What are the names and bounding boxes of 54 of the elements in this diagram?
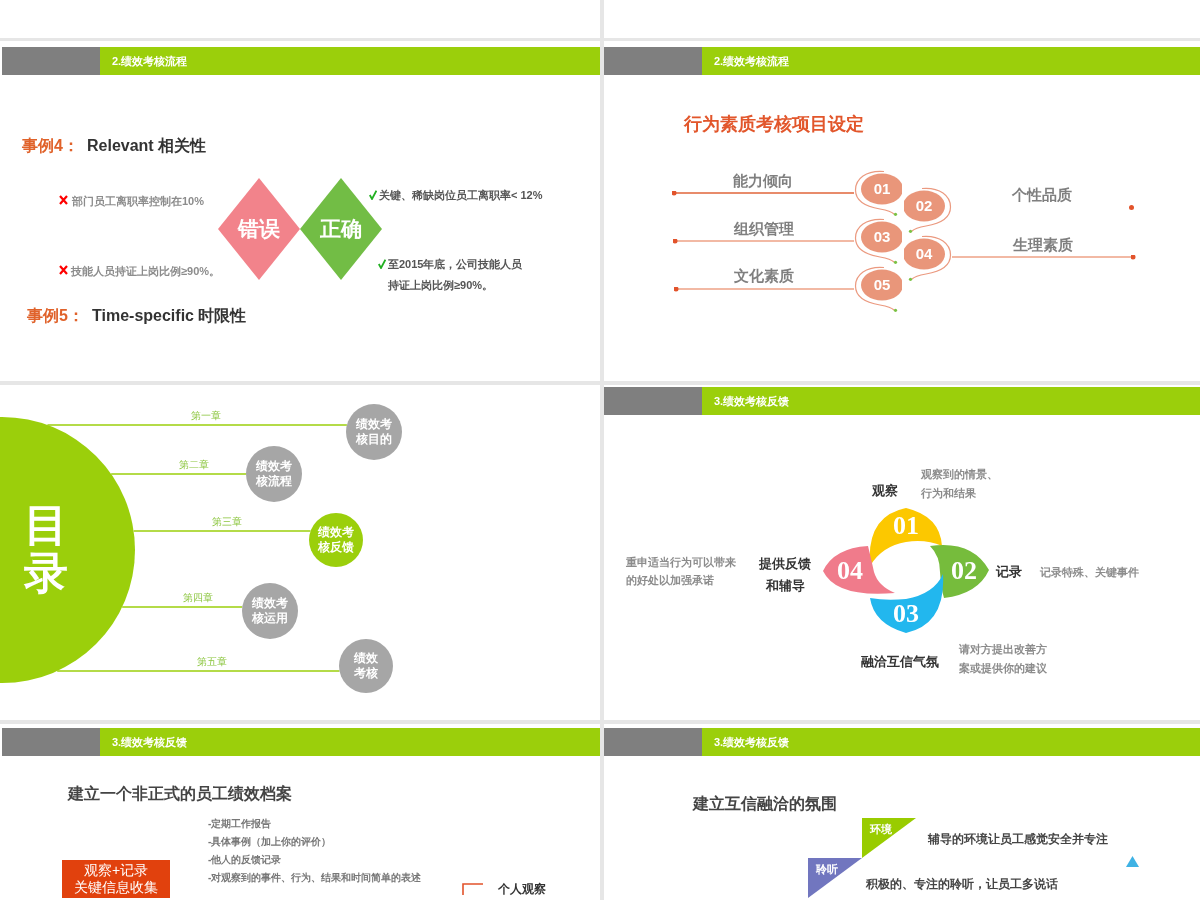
edge-label: 第二章 bbox=[177, 459, 211, 471]
bullet-text: -具体事例（加上你的评价） bbox=[208, 835, 332, 849]
step-description: 记录特殊、关键事件 bbox=[1040, 565, 1139, 580]
section-header-bar: 3.绩效考核反馈 bbox=[2, 728, 600, 756]
example-text: 关键、稀缺岗位员工离职率< 12% bbox=[379, 188, 543, 203]
diamond-shape: 错误 bbox=[218, 178, 300, 280]
step-title: 融洽互信气氛 bbox=[861, 653, 939, 671]
edge-label: 生理素质 bbox=[1011, 236, 1075, 254]
slide-title: 建立一个非正式的员工绩效档案 bbox=[68, 784, 292, 804]
connector-line bbox=[121, 606, 244, 608]
highlight-box: 观察+记录 关键信息收集 bbox=[62, 860, 170, 898]
case-number: 事例4： bbox=[22, 136, 79, 156]
item-label: 个性品质 bbox=[1012, 186, 1072, 204]
description-text: 积极的、专注的聆听，让员工多说话 bbox=[866, 876, 1058, 893]
triangle-tab: 聆听 bbox=[808, 858, 862, 898]
example-text: 至2015年底，公司技能人员持证上岗比例≥90%。 bbox=[388, 257, 524, 293]
connector-line bbox=[951, 254, 1136, 260]
edge-label: 第四章 bbox=[181, 592, 215, 604]
section-header-bar: 2.绩效考核流程 bbox=[2, 47, 600, 75]
connector-line bbox=[46, 424, 348, 426]
slide-title: 行为素质考核项目设定 bbox=[684, 113, 864, 136]
petal-shape: 02 bbox=[929, 542, 991, 600]
edge-label: 第一章 bbox=[189, 410, 223, 422]
section-header-bar: 3.绩效考核反馈 bbox=[604, 387, 1200, 415]
edge-label: 第五章 bbox=[195, 656, 229, 668]
description-text: 辅导的环境让员工感觉安全并专注 bbox=[928, 831, 1108, 848]
slide-title: 建立互信融洽的氛围 bbox=[693, 794, 837, 814]
case-number: 事例5： bbox=[27, 306, 84, 326]
step-description: 请对方提出改善方案或提供你的建议 bbox=[959, 642, 1048, 676]
edge-label: 文化素质 bbox=[732, 267, 796, 285]
step-description: 重申适当行为可以带来的好处以加强承诺 bbox=[626, 555, 737, 588]
case-title: Time-specific 时限性 bbox=[92, 306, 247, 326]
step-title: 记录 bbox=[996, 563, 1022, 581]
step-title: 观察 bbox=[872, 482, 898, 500]
case-title: Relevant 相关性 bbox=[87, 136, 207, 156]
item-label: 个人观察 bbox=[498, 881, 546, 898]
step-description: 观察到的情景、行为和结果 bbox=[921, 467, 999, 501]
example-text: 技能人员持证上岗比例≥90%。 bbox=[71, 264, 221, 279]
connector-line bbox=[673, 286, 855, 292]
triangle-tab: 环境 bbox=[862, 818, 916, 858]
connector-line bbox=[56, 670, 341, 672]
example-text: 部门员工离职率控制在10% bbox=[72, 194, 205, 209]
bullet-text: -对观察到的事件、行为、结果和时间简单的表述 bbox=[208, 871, 422, 885]
section-header-bar: 2.绩效考核流程 bbox=[604, 47, 1200, 75]
step-title: 提供反馈和辅导 bbox=[758, 555, 812, 595]
connector-line bbox=[671, 190, 855, 196]
connector-line bbox=[110, 473, 247, 475]
connector-line bbox=[132, 530, 312, 532]
edge-label: 组织管理 bbox=[732, 220, 796, 238]
bullet-text: -他人的反馈记录 bbox=[208, 853, 282, 867]
section-header-bar: 3.绩效考核反馈 bbox=[604, 728, 1200, 756]
edge-label: 第三章 bbox=[210, 516, 244, 528]
bullet-text: -定期工作报告 bbox=[208, 817, 272, 831]
connector-line bbox=[672, 238, 855, 244]
